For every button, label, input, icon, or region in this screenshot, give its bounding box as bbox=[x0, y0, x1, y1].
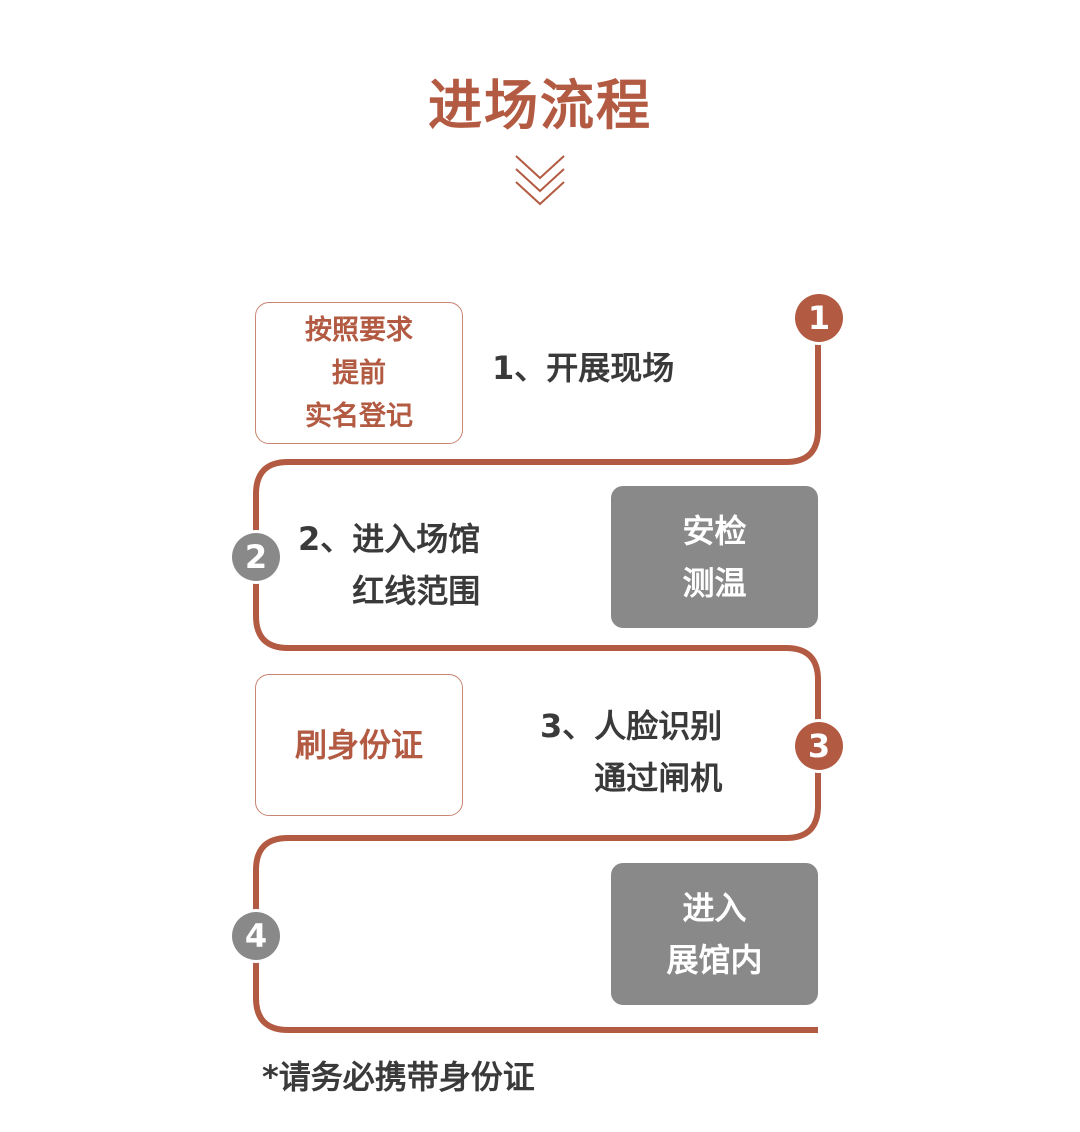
step-1-text: 1、开展现场 bbox=[492, 342, 674, 394]
step-2-box-line: 安检 bbox=[682, 512, 747, 550]
step-4-box-line: 进入 bbox=[682, 889, 747, 927]
id-card-note: *请务必携带身份证 bbox=[262, 1058, 535, 1096]
step-2-text-line: 2、进入场馆 bbox=[298, 520, 481, 558]
step-1-text-line: 1、开展现场 bbox=[492, 349, 675, 387]
step-2-box-line: 测温 bbox=[682, 564, 747, 602]
step-2-box: 安检 测温 bbox=[611, 486, 818, 628]
step-1-box-line: 按照要求 bbox=[305, 314, 413, 346]
step-1-box-line: 提前 bbox=[332, 357, 386, 389]
step-1-badge: 1 bbox=[795, 294, 843, 342]
step-4-box-line: 展馆内 bbox=[666, 941, 763, 979]
step-2-text: 2、进入场馆 红线范围 bbox=[298, 513, 480, 617]
step-3-text: 3、人脸识别 通过闸机 bbox=[540, 700, 722, 804]
step-1-box-line: 实名登记 bbox=[305, 400, 413, 432]
step-3-text-line: 通过闸机 bbox=[594, 759, 723, 797]
triple-chevron-down-icon bbox=[515, 155, 565, 206]
step-3-badge: 3 bbox=[795, 722, 843, 770]
step-2-text-line: 红线范围 bbox=[352, 572, 481, 610]
step-3-text-line: 3、人脸识别 bbox=[540, 707, 723, 745]
step-4-box: 进入 展馆内 bbox=[611, 863, 818, 1005]
step-3-box-line: 刷身份证 bbox=[294, 726, 423, 764]
step-1-box: 按照要求 提前 实名登记 bbox=[255, 302, 463, 444]
step-3-box: 刷身份证 bbox=[255, 674, 463, 816]
page-title: 进场流程 bbox=[428, 74, 652, 137]
step-2-badge: 2 bbox=[232, 533, 280, 581]
step-4-badge: 4 bbox=[232, 912, 280, 960]
